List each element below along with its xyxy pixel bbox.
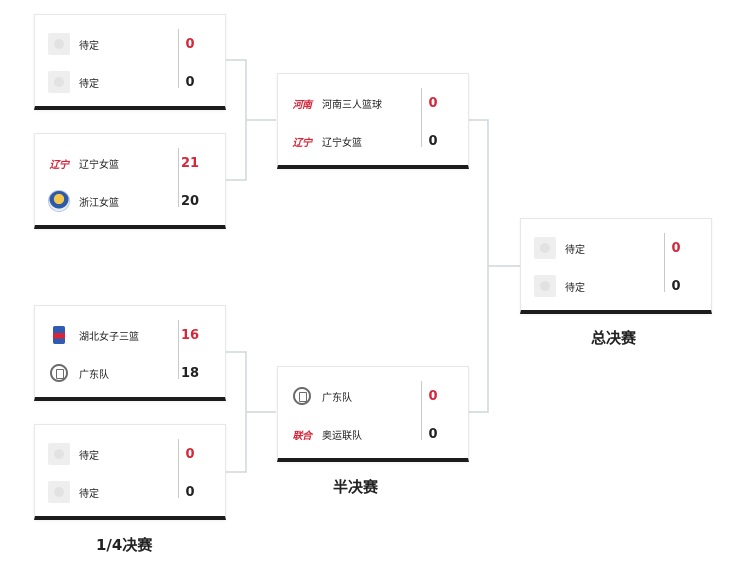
hubei-logo-icon — [48, 324, 70, 346]
team-row[interactable]: 待定 0 — [35, 25, 225, 63]
liaoning-logo-icon: 辽宁 — [49, 159, 70, 171]
score-divider — [178, 439, 179, 498]
team-score: 0 — [428, 426, 438, 442]
team-name: 浙江女篮 — [79, 197, 119, 209]
team-name: 奥运联队 — [322, 430, 362, 442]
henan-logo-icon: 河南 — [292, 99, 313, 111]
team-score: 0 — [185, 484, 195, 500]
score-divider — [178, 148, 179, 207]
score-divider — [178, 29, 179, 88]
team-name: 辽宁女篮 — [79, 159, 119, 171]
team-row[interactable]: 河南 河南三人篮球 0 — [278, 84, 468, 122]
match-card-qf3[interactable]: 湖北女子三篮 16 广东队 18 — [34, 305, 226, 401]
team-score: 0 — [671, 278, 681, 294]
team-name: 广东队 — [322, 392, 352, 404]
team-name: 待定 — [565, 282, 585, 294]
score-divider — [421, 88, 422, 147]
placeholder-logo-icon — [48, 481, 70, 503]
placeholder-logo-icon — [534, 275, 556, 297]
team-name: 待定 — [79, 450, 99, 462]
liaoning-logo-icon: 辽宁 — [292, 137, 313, 149]
team-name: 待定 — [79, 488, 99, 500]
team-score: 18 — [180, 365, 200, 381]
connector-sf-final — [469, 119, 489, 413]
team-row[interactable]: 待定 0 — [35, 435, 225, 473]
team-row[interactable]: 待定 0 — [521, 267, 711, 305]
team-score: 16 — [180, 327, 200, 343]
team-name: 河南三人篮球 — [322, 99, 382, 111]
team-row[interactable]: 辽宁 辽宁女篮 0 — [278, 122, 468, 160]
score-divider — [421, 381, 422, 440]
team-score: 0 — [428, 133, 438, 149]
placeholder-logo-icon — [48, 443, 70, 465]
team-name: 待定 — [565, 244, 585, 256]
match-card-qf4[interactable]: 待定 0 待定 0 — [34, 424, 226, 520]
placeholder-logo-icon — [48, 33, 70, 55]
score-divider — [664, 233, 665, 292]
connector-qf1-sf1 — [226, 59, 247, 181]
team-score: 0 — [428, 388, 438, 404]
team-score: 0 — [185, 446, 195, 462]
team-score: 0 — [428, 95, 438, 111]
match-card-qf2[interactable]: 辽宁 辽宁女篮 21 浙江女篮 20 — [34, 133, 226, 229]
guangdong-logo-icon — [291, 385, 313, 407]
team-name: 广东队 — [79, 369, 109, 381]
team-row[interactable]: 广东队 18 — [35, 354, 225, 392]
placeholder-logo-icon — [48, 71, 70, 93]
guangdong-logo-icon — [48, 362, 70, 384]
team-name: 辽宁女篮 — [322, 137, 362, 149]
team-name: 待定 — [79, 78, 99, 90]
connector-qf3-sf2 — [226, 351, 247, 473]
team-row[interactable]: 广东队 0 — [278, 377, 468, 415]
team-name: 湖北女子三篮 — [79, 331, 139, 343]
zhejiang-logo-icon — [48, 190, 70, 212]
team-row[interactable]: 辽宁 辽宁女篮 21 — [35, 144, 225, 182]
score-divider — [178, 320, 179, 379]
team-score: 20 — [180, 193, 200, 209]
match-card-sf1[interactable]: 河南 河南三人篮球 0 辽宁 辽宁女篮 0 — [277, 73, 469, 169]
stage-label-quarterfinal: 1/4决赛 — [96, 536, 153, 554]
team-row[interactable]: 待定 0 — [35, 63, 225, 101]
team-score: 21 — [180, 155, 200, 171]
placeholder-logo-icon — [534, 237, 556, 259]
team-row[interactable]: 联合 奥运联队 0 — [278, 415, 468, 453]
team-score: 0 — [671, 240, 681, 256]
match-card-sf2[interactable]: 广东队 0 联合 奥运联队 0 — [277, 366, 469, 462]
aoyun-logo-icon: 联合 — [292, 430, 313, 442]
team-score: 0 — [185, 74, 195, 90]
team-row[interactable]: 浙江女篮 20 — [35, 182, 225, 220]
team-row[interactable]: 湖北女子三篮 16 — [35, 316, 225, 354]
team-row[interactable]: 待定 0 — [521, 229, 711, 267]
match-card-qf1[interactable]: 待定 0 待定 0 — [34, 14, 226, 110]
team-name: 待定 — [79, 40, 99, 52]
stage-label-semifinal: 半决赛 — [333, 478, 379, 496]
match-card-final[interactable]: 待定 0 待定 0 — [520, 218, 712, 314]
stage-label-final: 总决赛 — [591, 329, 637, 347]
team-score: 0 — [185, 36, 195, 52]
team-row[interactable]: 待定 0 — [35, 473, 225, 511]
